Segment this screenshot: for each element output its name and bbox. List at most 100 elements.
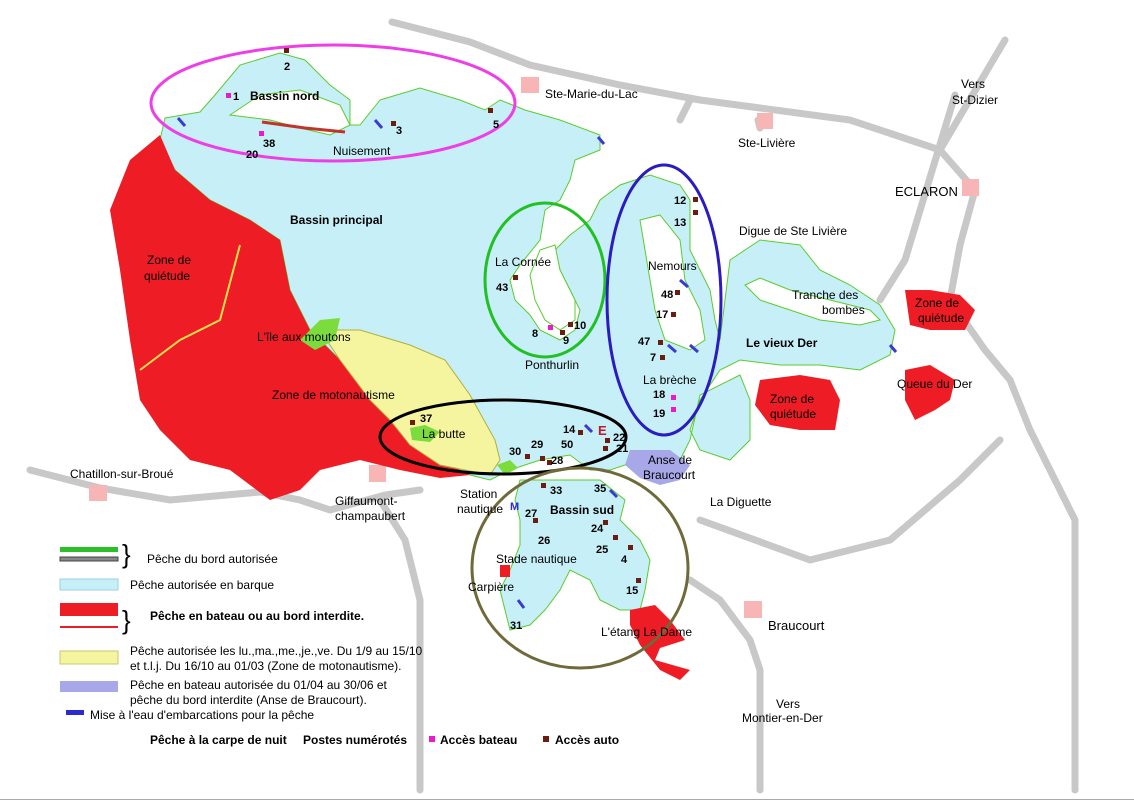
boat-access-markers <box>226 93 676 412</box>
post-1: 1 <box>233 91 239 103</box>
label-zone-quietude-ne-1: Zone de <box>915 296 959 310</box>
legend-symbol-water <box>59 578 119 591</box>
motonautisme-zone <box>319 329 501 476</box>
label-vers-st-dizier-1: Vers <box>961 77 985 91</box>
west-zone-line <box>139 244 241 371</box>
label-carpiere: Carpière <box>468 580 514 594</box>
label-zone-quietude-e-2: quiétude <box>770 407 816 421</box>
post-50: 50 <box>561 439 573 451</box>
label-zone-quietude-ne-2: quiétude <box>918 311 964 325</box>
legend-barque: Pêche autorisée en barque <box>130 578 275 592</box>
legend-anse-2: pêche du bord interdite (Anse de Braucou… <box>130 693 367 707</box>
post-33: 33 <box>550 485 562 497</box>
post-21: 21 <box>616 443 628 455</box>
label-vers-montier-2: Montier-en-Der <box>742 711 823 725</box>
circle-la-cornee <box>483 201 607 359</box>
post-19: 19 <box>653 408 665 420</box>
post-43: 43 <box>496 282 508 294</box>
circle-bassin-sud <box>470 466 690 670</box>
label-diguette: La Diguette <box>710 495 772 509</box>
villages <box>89 77 979 618</box>
label-vieux-der: Le vieux Der <box>746 336 818 350</box>
post-24: 24 <box>591 523 604 535</box>
label-giffaumont-1: Giffaumont- <box>335 494 397 508</box>
post-27: 27 <box>525 508 537 520</box>
legend-symbol-yellow <box>59 650 119 665</box>
label-ile-moutons: L'île aux moutons <box>257 330 351 344</box>
legend-anse-1: Pêche en bateau autorisée du 01/04 au 30… <box>130 678 387 692</box>
post-3: 3 <box>396 125 402 137</box>
post-47: 47 <box>638 336 650 348</box>
label-etang-dame: L'étang La Dame <box>601 625 692 639</box>
legend-symbol-boat-access <box>429 736 435 742</box>
post-38: 38 <box>263 138 275 150</box>
label-ste-marie: Ste-Marie-du-Lac <box>545 87 638 101</box>
legend-symbol-red <box>60 603 118 616</box>
circle-bassin-nord <box>149 43 517 163</box>
legend-symbol-green-shore <box>60 547 118 552</box>
legend-symbol-purple <box>60 681 118 692</box>
post-12: 12 <box>674 195 686 207</box>
post-5: 5 <box>493 119 499 131</box>
post-numbers: 1 2 3 5 38 20 12 13 43 8 9 10 48 17 47 7… <box>233 61 686 632</box>
legend-bord-autorise: Pêche du bord autorisée <box>147 552 278 566</box>
label-giffaumont-2: champaubert <box>335 509 406 523</box>
bassin-sud-water <box>499 479 651 631</box>
legend-moto-2: et t.l.j. Du 16/10 au 01/03 (Zone de mot… <box>130 659 402 673</box>
post-17: 17 <box>656 309 668 321</box>
label-chatillon: Chatillon-sur-Broué <box>70 467 174 481</box>
legend-mise-eau: Mise à l'eau d'embarcations pour la pêch… <box>90 708 315 722</box>
legend-symbol-grey-shore <box>59 556 119 562</box>
post-25: 25 <box>596 544 608 556</box>
label-eclaron: ECLARON <box>895 184 958 199</box>
label-station-2: nautique <box>457 502 503 516</box>
label-ste-liviere: Ste-Livière <box>738 136 796 150</box>
label-tranche-1: Tranche des <box>792 288 858 302</box>
label-braucourt: Braucourt <box>768 618 825 633</box>
boat-launches <box>176 117 898 609</box>
legend-symbol-car-access <box>543 736 549 742</box>
label-digue: Digue de Ste Livière <box>739 224 847 238</box>
legend-symbols: } } <box>59 539 549 742</box>
post-14: 14 <box>563 424 576 436</box>
post-37: 37 <box>420 413 432 425</box>
legend-brace-1: } <box>122 539 131 569</box>
legend-brace-2: } <box>122 605 131 635</box>
label-stade-nautique: Stade nautique <box>496 552 577 566</box>
label-bassin-sud: Bassin sud <box>550 503 614 517</box>
label-queue-der: Queue du Der <box>897 377 972 391</box>
label-vers-montier-1: Vers <box>776 697 800 711</box>
legend-moto-1: Pêche autorisée les lu.,ma.,me.,je.,ve. … <box>130 644 423 658</box>
legend-interdite: Pêche en bateau ou au bord interdite. <box>150 609 365 623</box>
post-22: 22 <box>613 432 625 444</box>
post-30: 30 <box>509 446 521 458</box>
post-26: 26 <box>538 535 550 547</box>
anse-braucourt <box>625 450 690 485</box>
label-anse-1: Anse de <box>648 453 692 467</box>
label-ponthurlin: Ponthurlin <box>525 358 579 372</box>
label-anse-2: Braucourt <box>643 468 696 482</box>
islands <box>228 89 881 351</box>
post-10: 10 <box>574 320 586 332</box>
post-28: 28 <box>551 455 563 467</box>
post-13: 13 <box>674 217 686 229</box>
post-29: 29 <box>531 439 543 451</box>
label-nuisement: Nuisement <box>333 144 391 158</box>
legend-acces-auto: Accès auto <box>555 733 620 747</box>
label-station-1: Station <box>460 487 497 501</box>
place-labels: Ste-Marie-du-Lac Ste-Livière Vers St-Diz… <box>70 77 998 725</box>
forbidden-shore-line <box>261 120 346 134</box>
legend-acces-bateau: Accès bateau <box>440 733 518 747</box>
post-18: 18 <box>653 389 665 401</box>
label-tranche-2: bombes <box>822 303 865 317</box>
label-zone-quietude-w-1: Zone de <box>147 253 191 267</box>
post-4: 4 <box>621 554 628 566</box>
label-la-cornee: La Cornée <box>495 255 551 269</box>
roads <box>26 18 1079 794</box>
post-8: 8 <box>532 328 538 340</box>
post-31: 31 <box>510 620 522 632</box>
label-zone-moto: Zone de motonautisme <box>272 388 395 402</box>
post-20: 20 <box>246 149 258 161</box>
post-7: 7 <box>650 352 656 364</box>
